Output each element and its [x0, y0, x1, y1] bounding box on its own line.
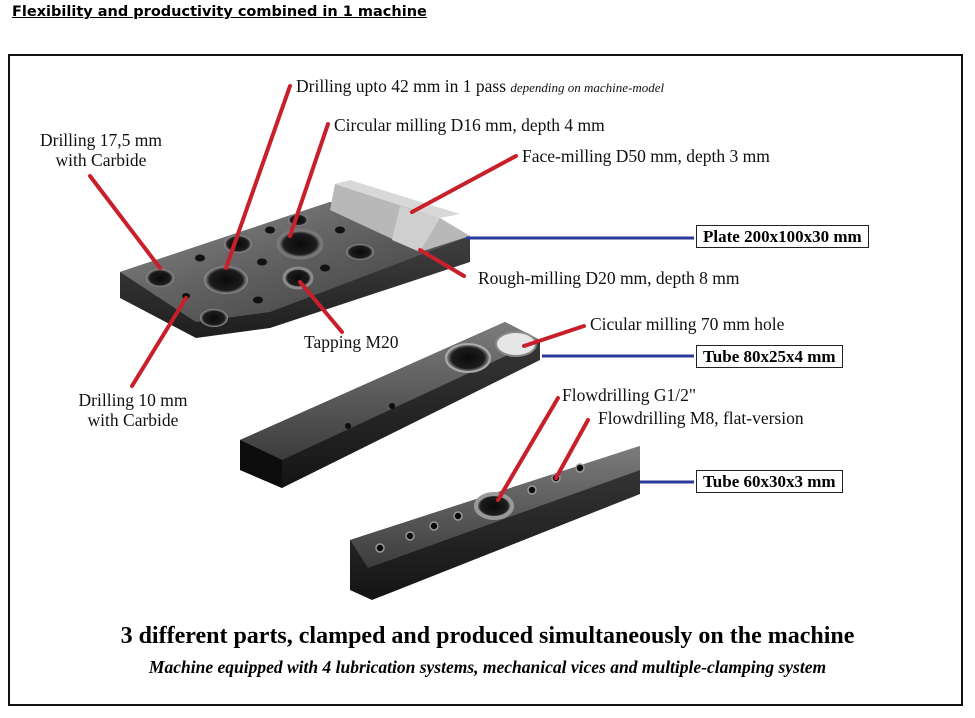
- part-label-tube-80: Tube 80x25x4 mm: [696, 345, 843, 368]
- label-flowdrilling-m8: Flowdrilling M8, flat-version: [598, 408, 804, 428]
- label-drilling-17-5-line2: with Carbide: [55, 150, 147, 170]
- label-drilling-10-line2: with Carbide: [87, 410, 179, 430]
- label-drilling-10-line1: Drilling 10 mm: [78, 390, 188, 410]
- label-rough-milling: Rough-milling D20 mm, depth 8 mm: [478, 268, 740, 288]
- page-heading: Flexibility and productivity combined in…: [12, 4, 427, 20]
- tube-80x25x4-part: [240, 322, 540, 488]
- part-label-plate: Plate 200x100x30 mm: [696, 225, 869, 248]
- label-flowdrilling-g: Flowdrilling G1/2": [562, 385, 697, 405]
- caption-main: 3 different parts, clamped and produced …: [120, 623, 855, 649]
- red-pointer-lines: [88, 84, 590, 502]
- caption-sub: Machine equipped with 4 lubrication syst…: [148, 657, 827, 677]
- label-drilling-17-5-line1: Drilling 17,5 mm: [39, 130, 162, 150]
- plate-part: [120, 180, 470, 338]
- label-tapping: Tapping M20: [304, 332, 399, 352]
- label-cicular-milling-70: Cicular milling 70 mm hole: [590, 314, 785, 334]
- label-circular-milling: Circular milling D16 mm, depth 4 mm: [334, 115, 605, 135]
- blue-pointer-lines: [466, 236, 694, 484]
- label-drilling-42: Drilling upto 42 mm in 1 pass depending …: [296, 76, 664, 98]
- illustration-frame: [8, 54, 963, 706]
- label-drilling-42-note: depending on machine-model: [510, 80, 665, 95]
- label-face-milling: Face-milling D50 mm, depth 3 mm: [522, 146, 770, 166]
- tube-60x30x3-part: [350, 446, 640, 600]
- label-drilling-10: Drilling 10 mm with Carbide: [58, 390, 208, 430]
- label-drilling-17-5: Drilling 17,5 mm with Carbide: [26, 130, 176, 170]
- label-drilling-42-text: Drilling upto 42 mm in 1 pass: [296, 76, 506, 96]
- part-label-tube-60: Tube 60x30x3 mm: [696, 470, 843, 493]
